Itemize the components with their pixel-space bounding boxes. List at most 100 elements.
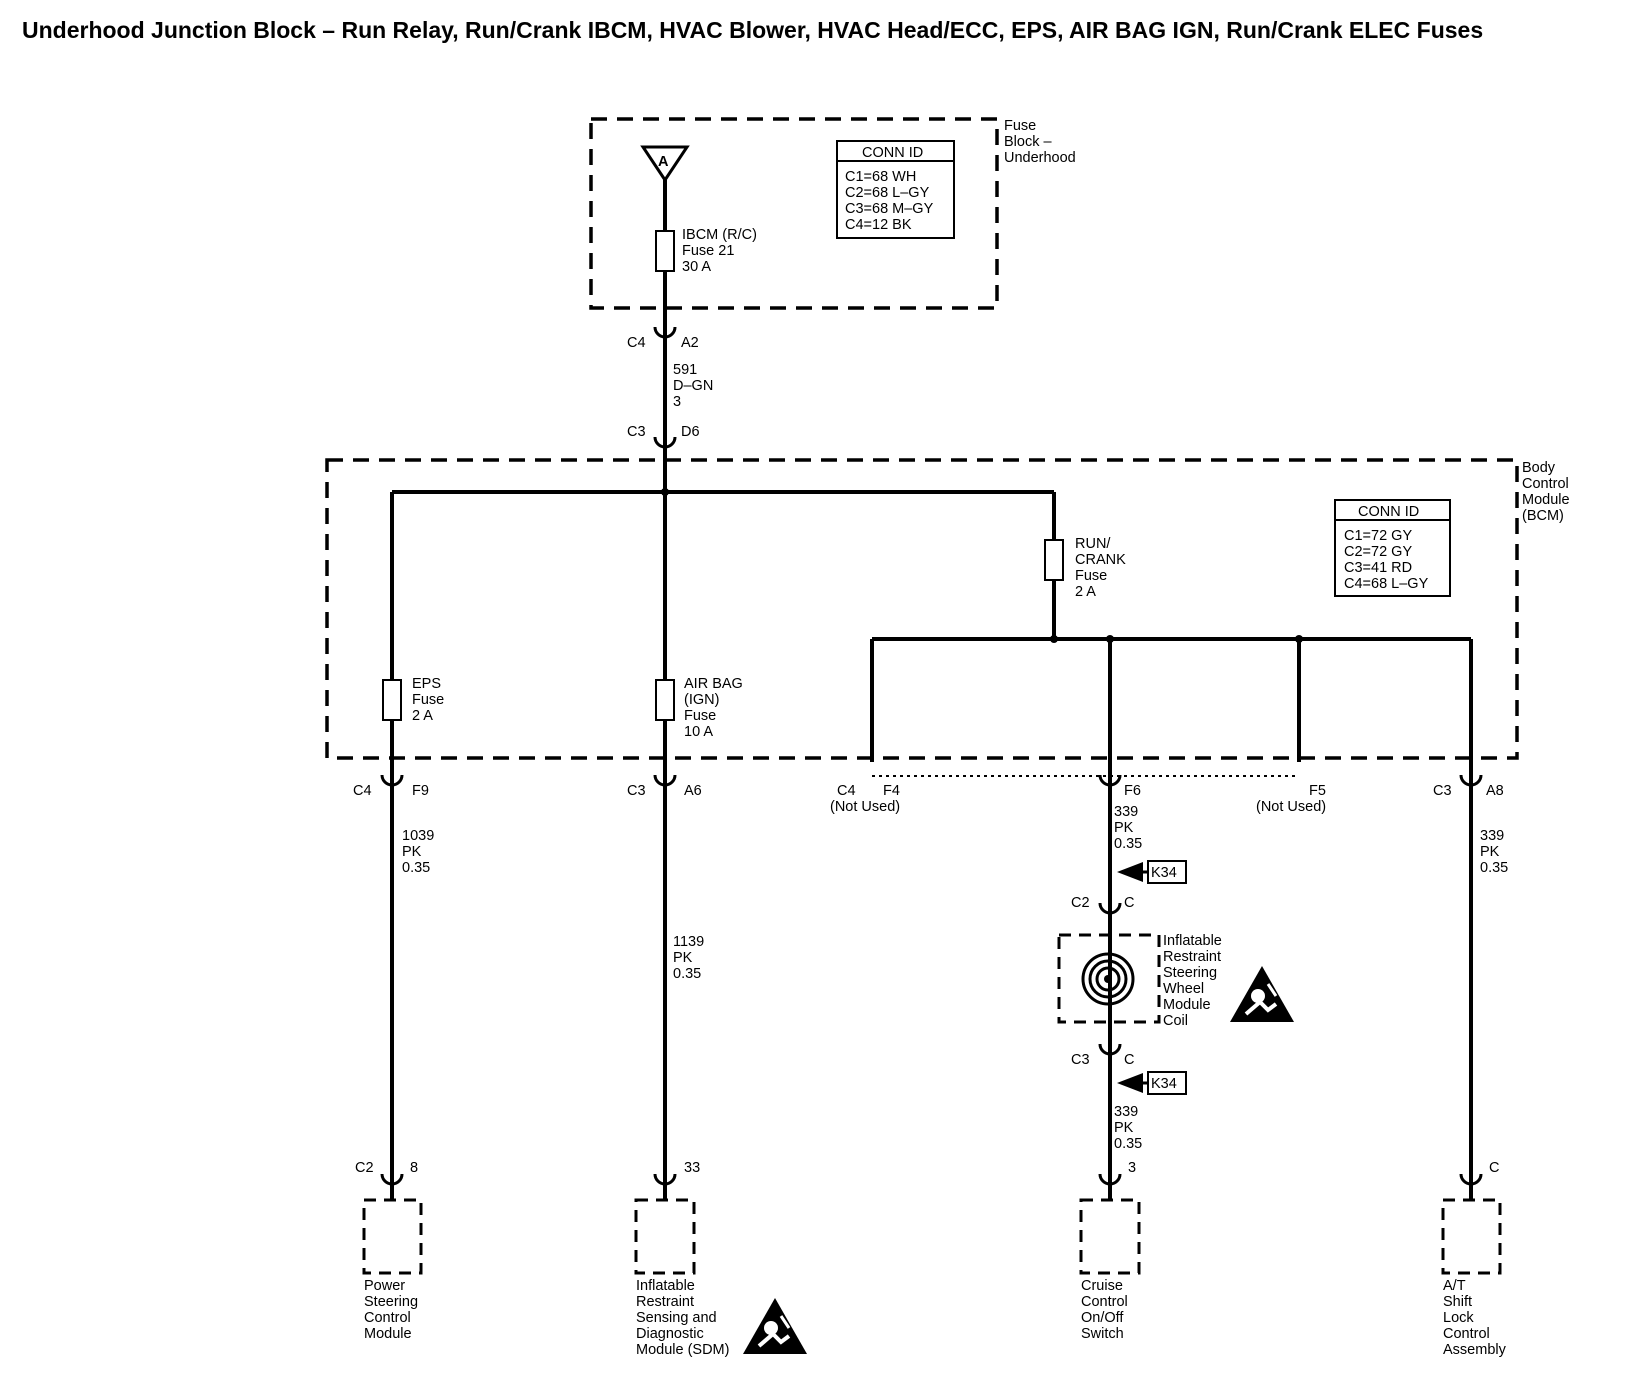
page-title: Underhood Junction Block – Run Relay, Ru…: [22, 17, 1483, 43]
conn-label: C3: [627, 783, 646, 799]
airbag-fuse-label: AIR BAG (IGN) Fuse 10 A: [684, 676, 743, 740]
svg-text:CONN ID: CONN ID: [862, 145, 923, 161]
pin-label: C: [1489, 1160, 1499, 1176]
pin-label: F6: [1124, 783, 1141, 799]
svg-text:2 A: 2 A: [412, 708, 433, 724]
pin-label: 8: [410, 1160, 418, 1176]
cruise-wire-label: 339 PK 0.35: [1114, 1104, 1142, 1152]
conn-label: C4: [353, 783, 372, 799]
svg-text:K34: K34: [1151, 1076, 1177, 1092]
eps-fuse-symbol: [382, 679, 402, 721]
conn-label: C4: [627, 335, 646, 351]
svg-text:1039: 1039: [402, 828, 434, 844]
svg-text:Inflatable: Inflatable: [1163, 933, 1222, 949]
pin-label: D6: [681, 424, 700, 440]
power-steering-module-name: Power Steering Control Module: [364, 1278, 418, 1342]
svg-text:Module (SDM): Module (SDM): [636, 1342, 729, 1358]
svg-text:C2=72 GY: C2=72 GY: [1344, 544, 1412, 560]
svg-text:30 A: 30 A: [682, 259, 711, 275]
svg-text:Fuse: Fuse: [684, 708, 716, 724]
svg-text:PK: PK: [1114, 820, 1134, 836]
svg-text:Restraint: Restraint: [636, 1294, 694, 1310]
svg-text:3: 3: [673, 394, 681, 410]
conn-label: C2: [355, 1160, 374, 1176]
svg-text:339: 339: [1114, 1104, 1138, 1120]
conn-label: C2: [1071, 895, 1090, 911]
svg-text:EPS: EPS: [412, 676, 441, 692]
svg-text:Fuse: Fuse: [412, 692, 444, 708]
svg-text:Control: Control: [364, 1310, 411, 1326]
option-arrow-icon: K34: [1117, 1071, 1187, 1095]
splice-dot: [1050, 635, 1058, 643]
svg-text:C1=68 WH: C1=68 WH: [845, 169, 916, 185]
sdm-box: [634, 1198, 696, 1275]
svg-text:C4=68 L–GY: C4=68 L–GY: [1344, 576, 1429, 592]
svg-text:Block –: Block –: [1004, 134, 1052, 150]
cruise-switch-name: Cruise Control On/Off Switch: [1081, 1278, 1128, 1342]
airbag-fuse-symbol: [655, 679, 675, 721]
svg-text:Fuse: Fuse: [1004, 118, 1036, 134]
svg-text:2 A: 2 A: [1075, 584, 1096, 600]
pin-label: C: [1124, 895, 1134, 911]
svg-text:1139: 1139: [673, 934, 704, 950]
bcm-name: Body Control Module (BCM): [1522, 460, 1570, 524]
airbag-warning-icon: [1228, 964, 1296, 1024]
svg-text:Cruise: Cruise: [1081, 1278, 1123, 1294]
steering-wheel-coil-box: [1057, 933, 1161, 1024]
svg-text:Module: Module: [364, 1326, 412, 1342]
svg-text:AIR BAG: AIR BAG: [684, 676, 743, 692]
coil-name: Inflatable Restraint Steering Wheel Modu…: [1163, 933, 1222, 1029]
svg-text:(Not Used): (Not Used): [830, 799, 900, 815]
svg-text:Module: Module: [1522, 492, 1570, 508]
svg-text:IBCM (R/C): IBCM (R/C): [682, 227, 757, 243]
svg-text:F4: F4: [883, 783, 900, 799]
coil-spiral-icon: [1081, 952, 1135, 1006]
ibcm-fuse-label: IBCM (R/C) Fuse 21 30 A: [682, 227, 757, 275]
pin-label: C: [1124, 1052, 1134, 1068]
svg-text:RUN/: RUN/: [1075, 536, 1111, 552]
svg-text:PK: PK: [402, 844, 422, 860]
pin-label: A6: [684, 783, 702, 799]
svg-text:339: 339: [1480, 828, 1504, 844]
svg-text:339: 339: [1114, 804, 1138, 820]
svg-text:Sensing and: Sensing and: [636, 1310, 717, 1326]
f5-not-used-label: F5 (Not Used): [1256, 783, 1326, 815]
svg-text:Body: Body: [1522, 460, 1556, 476]
svg-text:Shift: Shift: [1443, 1294, 1472, 1310]
conn-label: C3: [627, 424, 646, 440]
svg-text:C3=41 RD: C3=41 RD: [1344, 560, 1412, 576]
svg-text:K34: K34: [1151, 865, 1177, 881]
bcm-outline: [325, 458, 1519, 760]
svg-text:Coil: Coil: [1163, 1013, 1188, 1029]
airbag-warning-icon: [741, 1296, 809, 1356]
pin-label: A2: [681, 335, 699, 351]
fuse-block-conn-id-table: CONN ID C1=68 WH C2=68 L–GY C3=68 M–GY C…: [836, 140, 955, 239]
bcm-conn-id-table: CONN ID C1=72 GY C2=72 GY C3=41 RD C4=68…: [1334, 499, 1451, 597]
svg-text:0.35: 0.35: [673, 966, 701, 982]
pin-label: 33: [684, 1160, 700, 1176]
svg-text:C1=72 GY: C1=72 GY: [1344, 528, 1412, 544]
svg-text:C3=68 M–GY: C3=68 M–GY: [845, 201, 934, 217]
svg-text:(BCM): (BCM): [1522, 508, 1564, 524]
svg-text:(Not Used): (Not Used): [1256, 799, 1326, 815]
fuse-block-name: Fuse Block – Underhood: [1004, 118, 1076, 166]
svg-text:0.35: 0.35: [1480, 860, 1508, 876]
svg-text:Restraint: Restraint: [1163, 949, 1221, 965]
svg-text:CRANK: CRANK: [1075, 552, 1126, 568]
svg-text:Wheel: Wheel: [1163, 981, 1204, 997]
svg-text:Assembly: Assembly: [1443, 1342, 1507, 1358]
f4-not-used-label: C4 F4 (Not Used): [830, 783, 900, 815]
svg-text:0.35: 0.35: [1114, 1136, 1142, 1152]
at-shift-lock-name: A/T Shift Lock Control Assembly: [1443, 1278, 1507, 1358]
svg-text:Module: Module: [1163, 997, 1211, 1013]
svg-text:Control: Control: [1081, 1294, 1128, 1310]
f6-wire-label: 339 PK 0.35: [1114, 804, 1142, 852]
svg-text:Control: Control: [1443, 1326, 1490, 1342]
svg-text:Lock: Lock: [1443, 1310, 1474, 1326]
svg-text:Inflatable: Inflatable: [636, 1278, 695, 1294]
svg-text:Steering: Steering: [1163, 965, 1217, 981]
pin-label: 3: [1128, 1160, 1136, 1176]
svg-text:Fuse 21: Fuse 21: [682, 243, 734, 259]
svg-text:Power: Power: [364, 1278, 405, 1294]
